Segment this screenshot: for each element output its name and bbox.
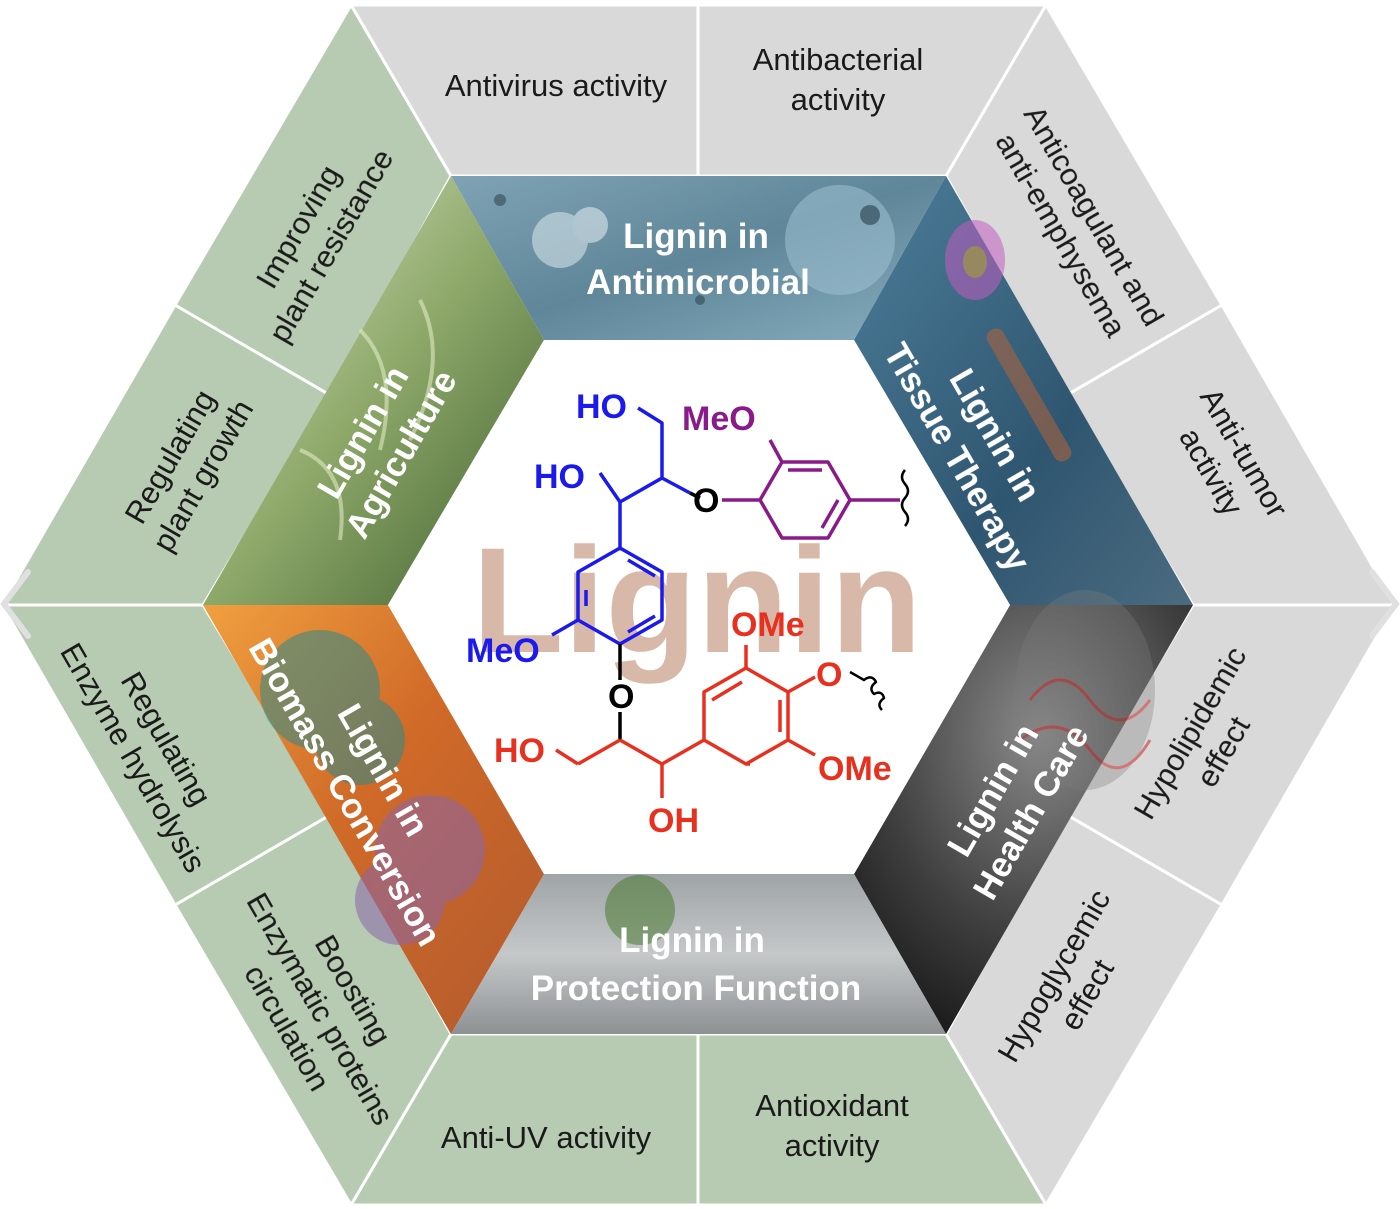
label-antioxidant-2: activity: [785, 1128, 880, 1163]
red-unit: [555, 645, 816, 798]
label-ho-top: HO: [576, 388, 627, 426]
label-oh-red: OH: [648, 802, 699, 840]
purple-unit: [722, 439, 900, 540]
panel-protection: [451, 874, 946, 1034]
structure-labels: HO HO O MeO MeO O OMe O HO OH OMe: [466, 388, 892, 840]
label-o-ether-mid: O: [608, 678, 634, 716]
label-meo-purple: MeO: [682, 400, 756, 438]
blue-unit: [551, 406, 691, 646]
wavy-bond-right: [849, 670, 886, 711]
label-o-right: O: [816, 656, 842, 694]
chevron-left-icon: [0, 569, 31, 639]
label-meo-blue: MeO: [466, 632, 540, 670]
label-antibacterial-1: Antibacterial: [753, 42, 924, 77]
label-antimicrobial-1: Lignin in: [623, 217, 769, 256]
center-hexagon: [388, 340, 1010, 874]
label-antimicrobial-2: Antimicrobial: [586, 263, 810, 302]
panel-health-care: [854, 605, 1193, 1034]
label-protection-1: Lignin in: [619, 921, 765, 960]
wavy-bond-top: [900, 469, 910, 527]
label-o-ether-top: O: [693, 482, 719, 520]
label-antioxidant-1: Antioxidant: [755, 1088, 909, 1123]
ether-bonds: [618, 491, 701, 740]
panel-agriculture: [203, 176, 544, 605]
panel-textures: [260, 185, 1155, 945]
label-ome-bottom: OMe: [818, 750, 892, 788]
lignin-structure: [551, 406, 910, 798]
label-antibacterial-2: activity: [791, 82, 886, 117]
inner-ring: [203, 176, 1193, 1034]
carousel-prev-arrow[interactable]: [0, 569, 31, 639]
carousel-next-arrow[interactable]: [1369, 569, 1400, 639]
label-ome-top: OMe: [731, 606, 805, 644]
label-antiuv: Anti-UV activity: [441, 1120, 652, 1155]
label-antivirus: Antivirus activity: [445, 68, 668, 103]
chevron-right-icon: [1369, 569, 1400, 639]
label-ho-red: HO: [494, 732, 545, 770]
label-protection-2: Protection Function: [531, 969, 862, 1008]
center-title: Lignin: [472, 516, 922, 684]
label-ho-mid: HO: [534, 458, 585, 496]
